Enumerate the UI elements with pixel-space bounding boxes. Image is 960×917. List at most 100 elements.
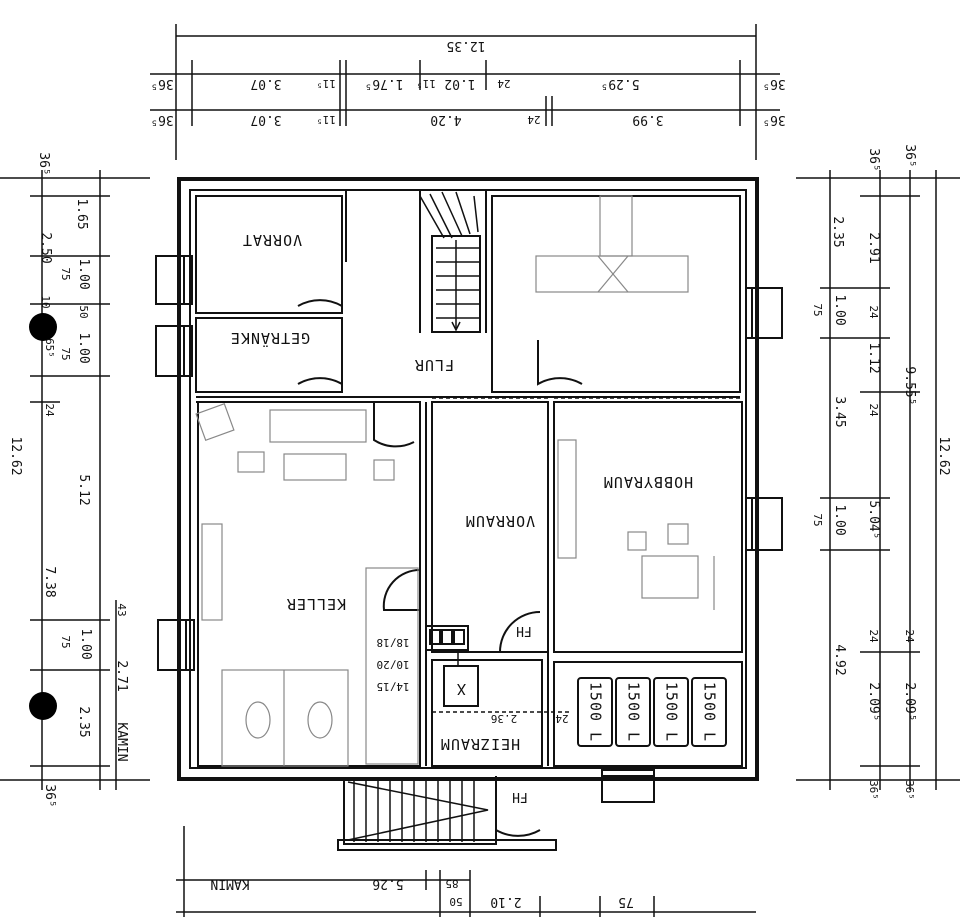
dim-left-1: 36⁵ [36, 152, 51, 175]
oil-tanks: 1500 L 1500 L 1500 L 1500 L [577, 677, 727, 747]
dim-left-2: 75 [59, 267, 72, 280]
dim-right-2: 24 [867, 629, 880, 643]
dim-right-3: 24 [903, 629, 916, 643]
dim-left-2: 5.12 [76, 474, 91, 505]
tank-label: 1500 L [701, 682, 719, 742]
dim-right-1: 3.45 [832, 396, 847, 427]
room-keller: KELLER [286, 595, 346, 613]
punch-hole [29, 692, 57, 720]
room-heizraum: HEIZRAUM [440, 735, 520, 753]
dim-right-1: 2.35 [830, 216, 845, 247]
dim-right-1: 75 [811, 513, 824, 526]
vent-label: 18/18 [376, 636, 409, 649]
dims-right: 12.62 2.35 75 1.00 3.45 75 1.00 4.92 36⁵… [796, 144, 960, 800]
dim-left-2: 75 [59, 635, 72, 648]
dim-top-total: 12.35 [446, 38, 485, 53]
kamin-left: KAMIN [114, 722, 129, 761]
room-hobbyraum: HOBBYRAUM [603, 473, 693, 491]
dim-right-2: 36⁵ [866, 148, 881, 171]
dim-right-3: 36⁵ [902, 144, 917, 167]
heiz-width: 2.36 [491, 712, 518, 725]
dim-left-1: 2.50 [38, 232, 53, 263]
room-labels: VORRAT GETRÄNKE FLUR KELLER VORRAUM HOBB… [230, 231, 693, 804]
room-vorraum: VORRAUM [465, 512, 535, 530]
dim-left-2: 2.35 [76, 706, 91, 737]
room-flur: FLUR [414, 356, 454, 374]
vent-label: 10/20 [376, 658, 409, 671]
dim-right-2: 24 [867, 305, 880, 319]
dim-top-1: 36⁵ [150, 76, 173, 91]
dim-left-2: 50 [77, 305, 90, 318]
dim-left-1: 7.38 [42, 566, 57, 597]
dim-left-1: 36⁵ [42, 784, 57, 807]
dim-top-2: 24 [527, 113, 541, 126]
room-vorrat: VORRAT [242, 231, 302, 249]
dim-top-2: 3.99 [632, 112, 663, 127]
boiler-x: X [456, 680, 466, 698]
dim-left-2: 1.65 [74, 198, 89, 229]
upper-stair [419, 191, 481, 333]
tank-label: 1500 L [587, 682, 605, 742]
windows [155, 255, 783, 803]
dim-bottom-2: 50 [449, 895, 462, 908]
dim-top-1: 11⁵ [416, 77, 436, 90]
dim-bottom-2: 75 [618, 894, 634, 909]
furniture-sketches [195, 195, 715, 767]
dim-left-1: 65⁵ [43, 338, 56, 358]
heating-unit: X [425, 625, 479, 707]
kamin-bottom: KAMIN [210, 876, 249, 891]
dim-top-1: 36⁵ [762, 76, 785, 91]
dims-left: 12.62 36⁵ 2.50 10 65⁵ 24 7.38 36⁵ 1.65 7… [0, 152, 150, 808]
dim-right-2: 36⁵ [867, 780, 880, 800]
dim-top-2: 4.20 [430, 112, 461, 127]
dim-top-2: 36⁵ [762, 112, 785, 127]
dim-right-1: 1.00 [832, 294, 847, 325]
dim-right-2: 5.04⁵ [866, 500, 881, 539]
dim-left-2: 1.00 [76, 332, 91, 363]
dim-right-3: 2.09⁵ [902, 682, 917, 721]
dim-right-2: 1.12 [866, 342, 881, 373]
dim-left-total: 12.62 [8, 436, 23, 475]
dim-left-2: 43 [115, 603, 128, 616]
tank-label: 1500 L [663, 682, 681, 742]
dashed-lines [432, 397, 740, 713]
dim-right-1: 1.00 [832, 504, 847, 535]
tank-label: 1500 L [625, 682, 643, 742]
dim-bottom-1: 85 [445, 877, 458, 890]
dim-top-1: 5.29⁵ [600, 76, 639, 91]
dim-left-2: 1.00 [76, 258, 91, 289]
dim-top-1: 3.07 [250, 76, 281, 91]
dim-right-3: 36⁵ [903, 780, 916, 800]
dims-bottom: KAMIN 5.26 85 50 2.10 75 [176, 826, 756, 917]
dim-left-2: 75 [59, 347, 72, 360]
dim-left-1: 10 [39, 295, 52, 308]
heiz-wall: 24 [555, 712, 569, 725]
dims-top: 12.35 36⁵ 3.07 11⁵ 1.76⁵ 11⁵ 1.02 24 5.2… [150, 24, 786, 160]
dim-right-total: 12.62 [936, 436, 951, 475]
fh-label: FH [512, 789, 528, 804]
dim-right-1: 4.92 [832, 644, 847, 675]
dim-right-2: 24 [867, 403, 880, 417]
dim-left-1: 24 [43, 403, 56, 417]
dim-right-2: 2.91 [866, 232, 881, 263]
dim-top-2: 11⁵ [316, 113, 336, 126]
punch-hole [29, 313, 57, 341]
dim-top-2: 3.07 [250, 112, 281, 127]
room-getraenke: GETRÄNKE [230, 329, 310, 348]
dim-top-1: 1.02 [444, 76, 475, 91]
dim-right-2: 2.09⁵ [866, 682, 881, 721]
dim-right-3: 9.55⁵ [902, 366, 917, 405]
dim-bottom-1: 5.26 [372, 876, 403, 891]
dim-bottom-2: 2.10 [490, 894, 521, 909]
dim-top-1: 1.76⁵ [364, 76, 403, 91]
entrance-stair [337, 777, 557, 851]
dim-right-1: 75 [811, 303, 824, 316]
vent-label: 14/15 [376, 680, 409, 693]
dim-left-2: 1.00 [78, 628, 93, 659]
fh-label: FH [516, 623, 532, 638]
dim-top-2: 36⁵ [150, 112, 173, 127]
dim-top-1: 24 [497, 77, 511, 90]
dim-top-1: 11⁵ [316, 77, 336, 90]
dim-left-2: 2.71 [114, 660, 129, 691]
